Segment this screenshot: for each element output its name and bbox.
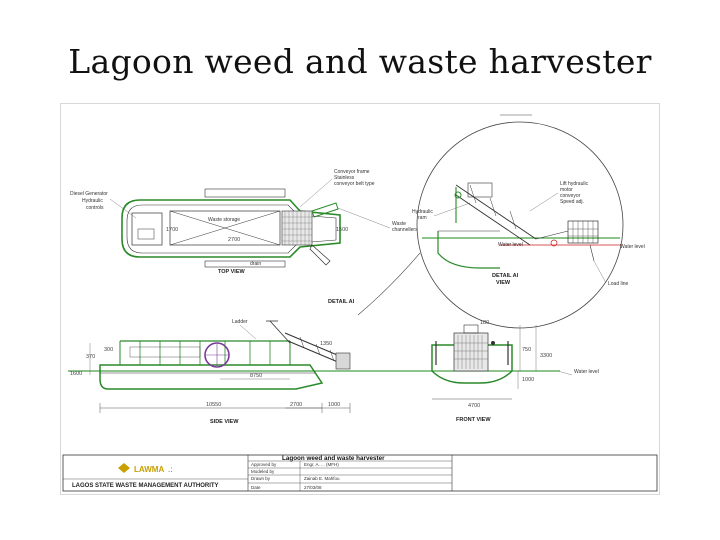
dim-side-10550: 10550 [206, 402, 221, 408]
drawn-label: Drawn by [251, 476, 271, 481]
drawn-value: Zainab E. Mahfou [304, 476, 340, 481]
front-view-title: FRONT VIEW [456, 417, 491, 423]
drawing-border [60, 103, 660, 495]
title-block: LAWMA .: LAGOS STATE WASTE MANAGEMENT AU… [62, 454, 658, 492]
side-purple-wheel [204, 342, 230, 368]
dim-side-1000: 1000 [328, 402, 340, 408]
lawma-logo-icon [118, 463, 130, 473]
label-diesel-generator: Diesel Generator [70, 191, 108, 197]
top-deck-bar [204, 188, 286, 198]
detail-view-subtitle: VIEW [496, 280, 511, 286]
label-motor: motor [560, 187, 573, 193]
side-view: DETAIL AI 1 [68, 299, 560, 425]
detail-hull [437, 231, 500, 269]
label-stainless: Stainless [334, 175, 355, 181]
dim-side-370: 370 [86, 354, 95, 360]
dim-side-2700: 2700 [290, 402, 302, 408]
modeled-label: Modeled by [251, 469, 275, 474]
label-load-line: Load line [608, 281, 629, 287]
label-conveyor-belt: conveyor belt type [334, 181, 375, 187]
date-label: Date [251, 485, 261, 490]
label-lift-hydraulic: Lift hydraulic [560, 181, 589, 187]
waste-storage-box [169, 210, 281, 246]
dim-2700: 2700 [228, 237, 240, 243]
approved-label: Approved by [251, 462, 277, 467]
detail-leader [357, 252, 421, 316]
dim-1700: 1700 [166, 227, 178, 233]
top-channeller-upper [311, 202, 339, 218]
top-hull-outline [121, 199, 341, 258]
dim-side-8750: 8750 [250, 373, 262, 379]
dim-1500: 1500 [336, 227, 348, 233]
label-ram: ram [418, 215, 427, 221]
detail-view-title: DETAIL AI [492, 273, 519, 279]
generator-cabin [131, 212, 163, 246]
detail-ref-label: DETAIL AI [328, 299, 355, 305]
label-drain: drain [250, 261, 261, 267]
dim-front-180: 180 [480, 320, 489, 326]
engineering-drawing: Waste storage 1700 2700 1500 Diesel Ge [60, 103, 660, 495]
label-conveyor: conveyor [560, 193, 581, 199]
dim-front-1000: 1000 [522, 377, 534, 383]
dim-side-1350: 1350 [320, 341, 332, 347]
top-view-title: TOP VIEW [218, 269, 246, 275]
front-cabin [453, 332, 489, 372]
label-detail-water-level: Water level [498, 242, 523, 248]
authority-name: LAGOS STATE WASTE MANAGEMENT AUTHORITY [72, 483, 219, 489]
date-value: 27/03/08 [304, 485, 322, 490]
detail-frame [467, 182, 493, 198]
dim-side-1600: 1600 [70, 371, 82, 377]
top-deck-bar-2 [204, 260, 286, 268]
side-conveyor-top [284, 332, 343, 358]
top-channeller-lower [309, 244, 331, 266]
top-conveyor-mesh [281, 210, 313, 246]
label-detail-water-level-2: Water level [620, 244, 645, 250]
label-waste: Waste [392, 221, 406, 227]
side-conveyor-head [335, 352, 351, 370]
waste-storage-label: Waste storage [208, 217, 240, 223]
side-hull [99, 364, 324, 390]
title-block-drawing-title: Lagoon weed and waste harvester [282, 455, 385, 462]
slide-title: Lagoon weed and waste harvester [68, 42, 652, 81]
front-view: 4700 750 3300 1000 180 Water level FRONT… [431, 320, 599, 423]
dim-front-750: 750 [522, 347, 531, 353]
label-front-water-level: Water level [574, 369, 599, 375]
dim-front-4700: 4700 [468, 403, 480, 409]
label-hydraulic: Hydraulic [82, 198, 103, 204]
front-hull [431, 344, 513, 384]
label-channellers: channellers [392, 227, 418, 233]
dim-side-300: 300 [104, 347, 113, 353]
detail-conveyor-top [455, 184, 537, 240]
label-conveyor-frame: Conveyor frame [334, 169, 370, 175]
top-view: Waste storage 1700 2700 1500 Diesel Ge [70, 169, 418, 275]
label-hydraulic-ram: Hydraulic [412, 209, 433, 215]
svg-text:.:: .: [168, 465, 172, 474]
logo-text: LAWMA [134, 465, 164, 474]
label-speed-adj: Speed adj. [560, 199, 584, 205]
label-controls: controls [86, 205, 104, 211]
side-view-title: SIDE VIEW [210, 419, 239, 425]
dim-front-3300: 3300 [540, 353, 552, 359]
label-ladder: Ladder [232, 319, 248, 325]
approved-value: Engr. A. ... (MFH) [304, 462, 339, 467]
detail-conveyor-bottom [455, 194, 531, 246]
side-conveyor-bottom [287, 340, 346, 366]
